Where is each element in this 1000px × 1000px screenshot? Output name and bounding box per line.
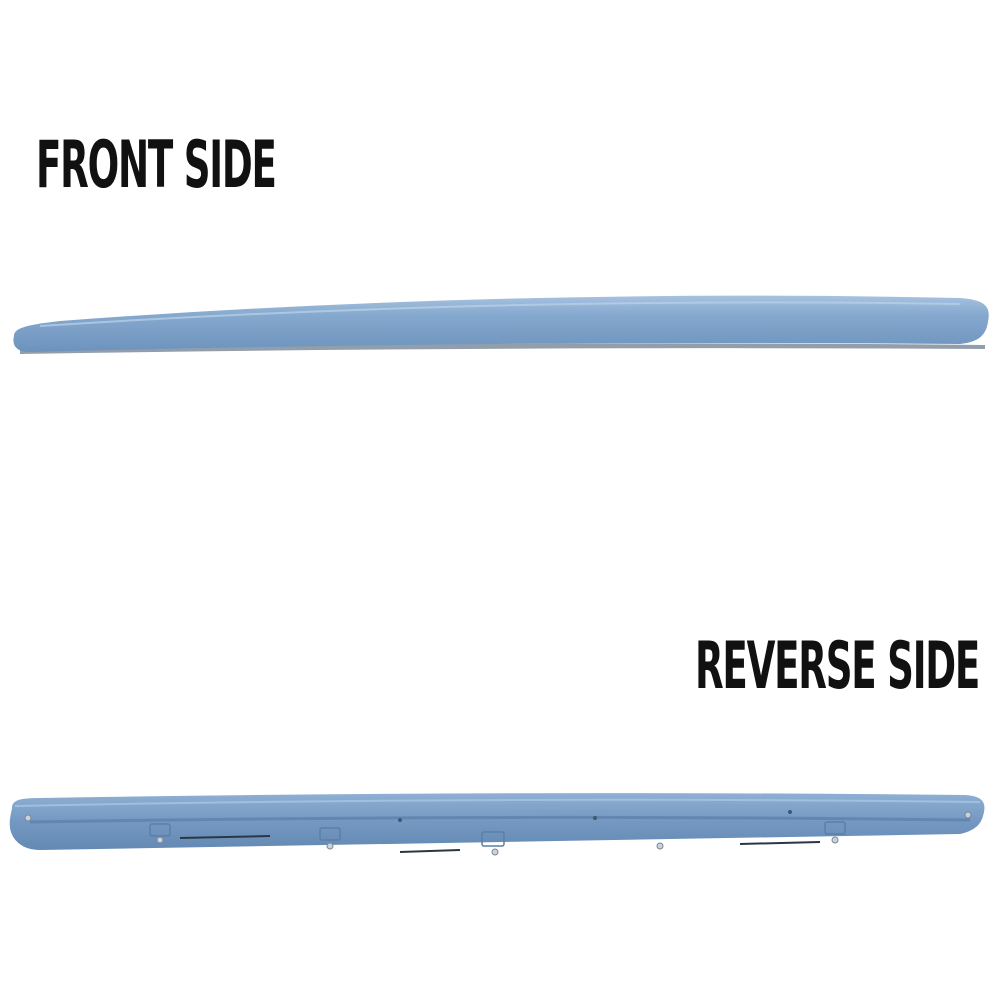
hole-1 — [398, 818, 402, 822]
clip-5 — [656, 842, 664, 850]
clip-2 — [156, 836, 164, 844]
reverse-side-trim-image — [9, 793, 985, 856]
reverse-trim-gap-2 — [399, 849, 461, 853]
front-trim-highlight — [39, 301, 961, 327]
clip-4 — [491, 848, 499, 856]
clip-7 — [964, 811, 972, 819]
hole-3 — [788, 810, 792, 814]
hole-2 — [593, 816, 597, 820]
front-trim-body — [13, 295, 989, 352]
clip-1 — [24, 814, 32, 822]
reverse-trim-top-lip — [14, 798, 981, 807]
mounting-clips — [24, 810, 972, 856]
reverse-trim-channel — [29, 815, 971, 824]
clip-6 — [831, 836, 839, 844]
clip-brackets — [149, 821, 846, 847]
reverse-side-label: REVERSE SIDE — [695, 628, 980, 705]
reverse-trim-gap-3 — [739, 841, 821, 845]
clip-3 — [326, 842, 334, 850]
reverse-trim-gap-1 — [179, 835, 271, 839]
front-side-trim-image — [13, 295, 989, 354]
front-side-label: FRONT SIDE — [36, 127, 277, 204]
